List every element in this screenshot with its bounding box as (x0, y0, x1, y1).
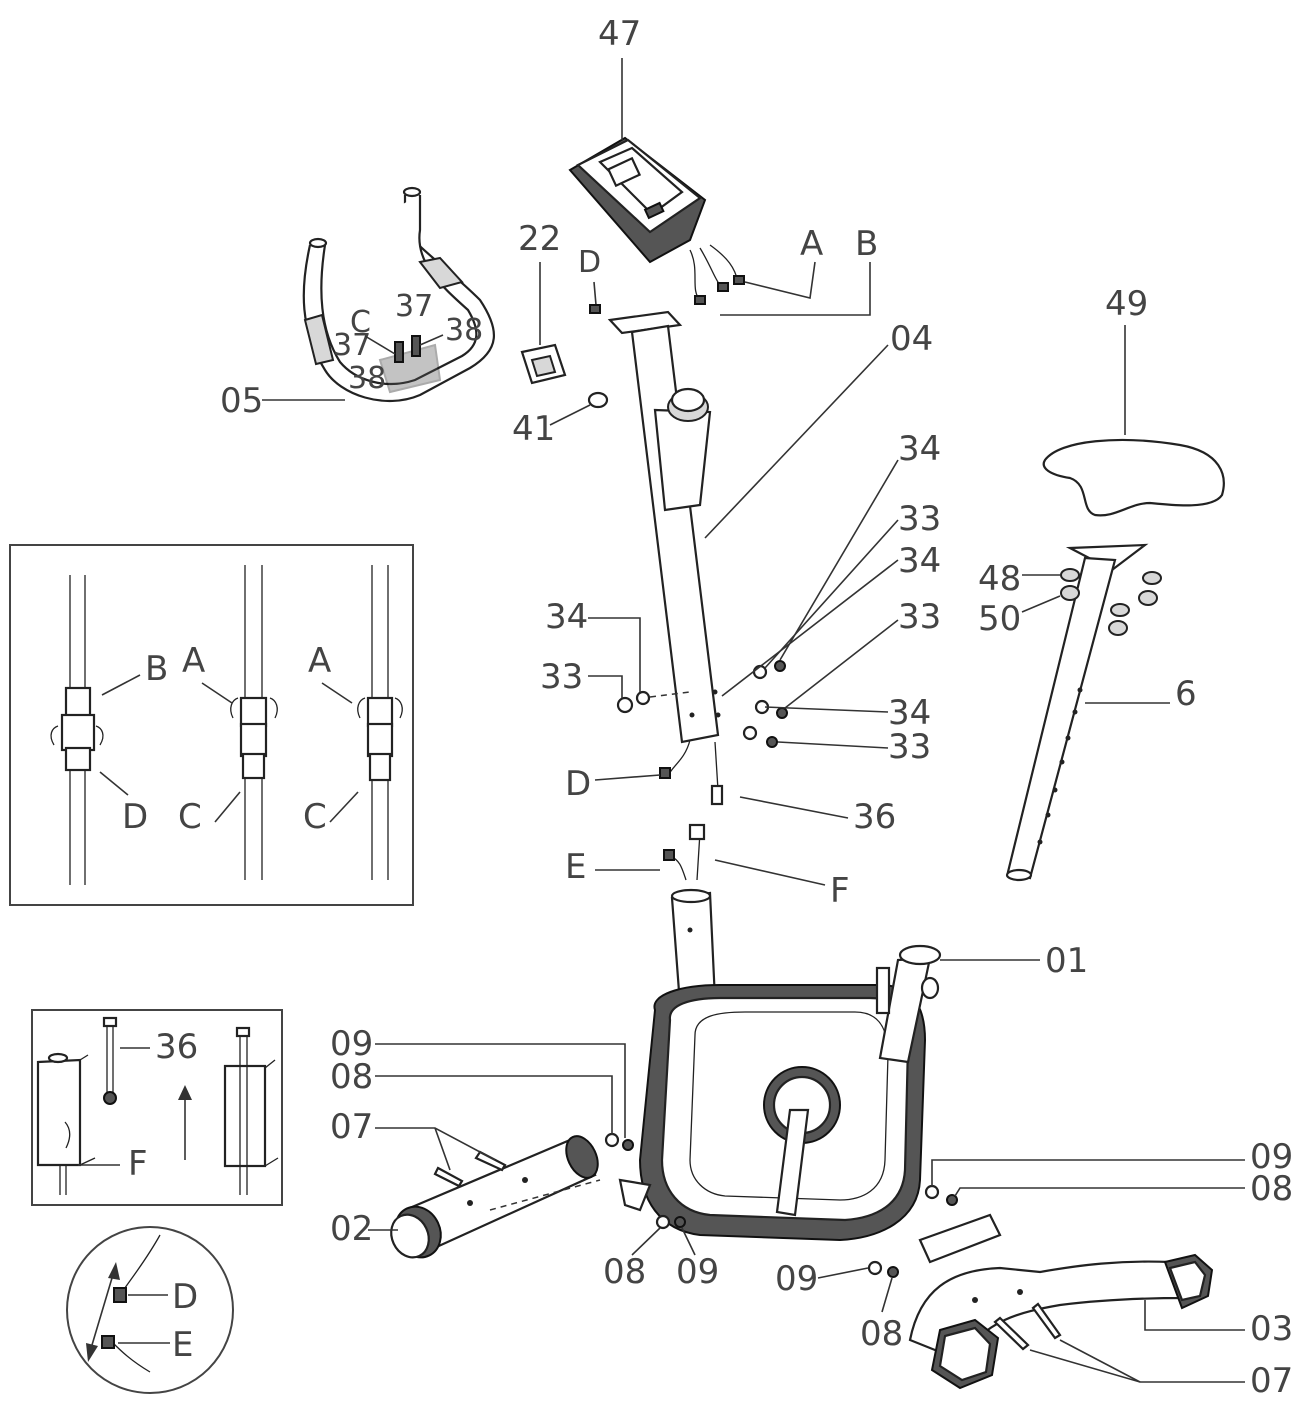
label-09-low: 09 (775, 1259, 818, 1299)
inset-label-C2: C (303, 797, 327, 837)
label-09-top: 09 (330, 1024, 373, 1064)
label-34-3: 34 (888, 693, 931, 733)
console-computer (568, 136, 745, 305)
label-08-low: 08 (860, 1314, 903, 1354)
label-D-top: D (578, 245, 601, 280)
inset-connectors (9, 544, 414, 906)
label-47: 47 (598, 14, 641, 54)
label-08-top: 08 (330, 1057, 373, 1097)
label-34-2: 34 (898, 541, 941, 581)
inset-label-A2: A (308, 641, 331, 681)
label-F: F (830, 871, 850, 911)
label-04: 04 (890, 319, 933, 359)
seat-post (1005, 543, 1162, 882)
label-07-bottom: 07 (1250, 1361, 1293, 1401)
label-38a: 38 (445, 313, 483, 348)
label-37b: 37 (333, 328, 371, 363)
cover-22 (520, 343, 567, 385)
label-33-left: 33 (540, 657, 583, 697)
rear-stabilizer (908, 1213, 1214, 1390)
label-34-1: 34 (898, 429, 941, 469)
inset-label-D2: D (172, 1277, 198, 1317)
label-34-left: 34 (545, 597, 588, 637)
post-bolts (616, 660, 788, 748)
inset-label-E: E (172, 1325, 193, 1365)
label-09-right: 09 (1250, 1137, 1293, 1177)
label-22: 22 (518, 219, 561, 259)
inset-label-D: D (122, 797, 148, 837)
label-33-3: 33 (888, 727, 931, 767)
label-E: E (565, 847, 586, 887)
label-A-top: A (800, 224, 823, 264)
label-37a: 37 (395, 289, 433, 324)
handlebar-post (607, 310, 724, 806)
label-02: 02 (330, 1209, 373, 1249)
saddle (1042, 438, 1225, 517)
inset-sensor (31, 1009, 283, 1206)
label-D-cable: D (565, 764, 591, 804)
label-07-top: 07 (330, 1107, 373, 1147)
label-48: 48 (978, 559, 1021, 599)
inset-label-B: B (145, 649, 168, 689)
label-09-mid: 09 (676, 1252, 719, 1292)
label-08-mid: 08 (603, 1252, 646, 1292)
label-03: 03 (1250, 1309, 1293, 1349)
label-38b: 38 (348, 361, 386, 396)
label-08-right: 08 (1250, 1169, 1293, 1209)
plug-41 (587, 391, 609, 409)
front-stabilizer (390, 1135, 652, 1259)
label-36: 36 (853, 797, 896, 837)
inset-de-connection (66, 1226, 234, 1394)
inset-label-F: F (128, 1144, 148, 1184)
label-01: 01 (1045, 941, 1088, 981)
label-33-1: 33 (898, 499, 941, 539)
inset-label-A1: A (182, 641, 205, 681)
label-B-top: B (855, 224, 878, 264)
inset-label-C1: C (178, 797, 202, 837)
label-41: 41 (512, 409, 555, 449)
inset-label-36: 36 (155, 1027, 198, 1067)
label-05: 05 (220, 381, 263, 421)
front-bolts (433, 1132, 686, 1230)
label-49: 49 (1105, 284, 1148, 324)
label-6: 6 (1175, 674, 1197, 714)
main-frame (638, 823, 942, 1242)
label-C-bar: C (350, 305, 371, 340)
label-50: 50 (978, 599, 1021, 639)
rear-bolts (867, 1184, 958, 1278)
label-33-2: 33 (898, 597, 941, 637)
